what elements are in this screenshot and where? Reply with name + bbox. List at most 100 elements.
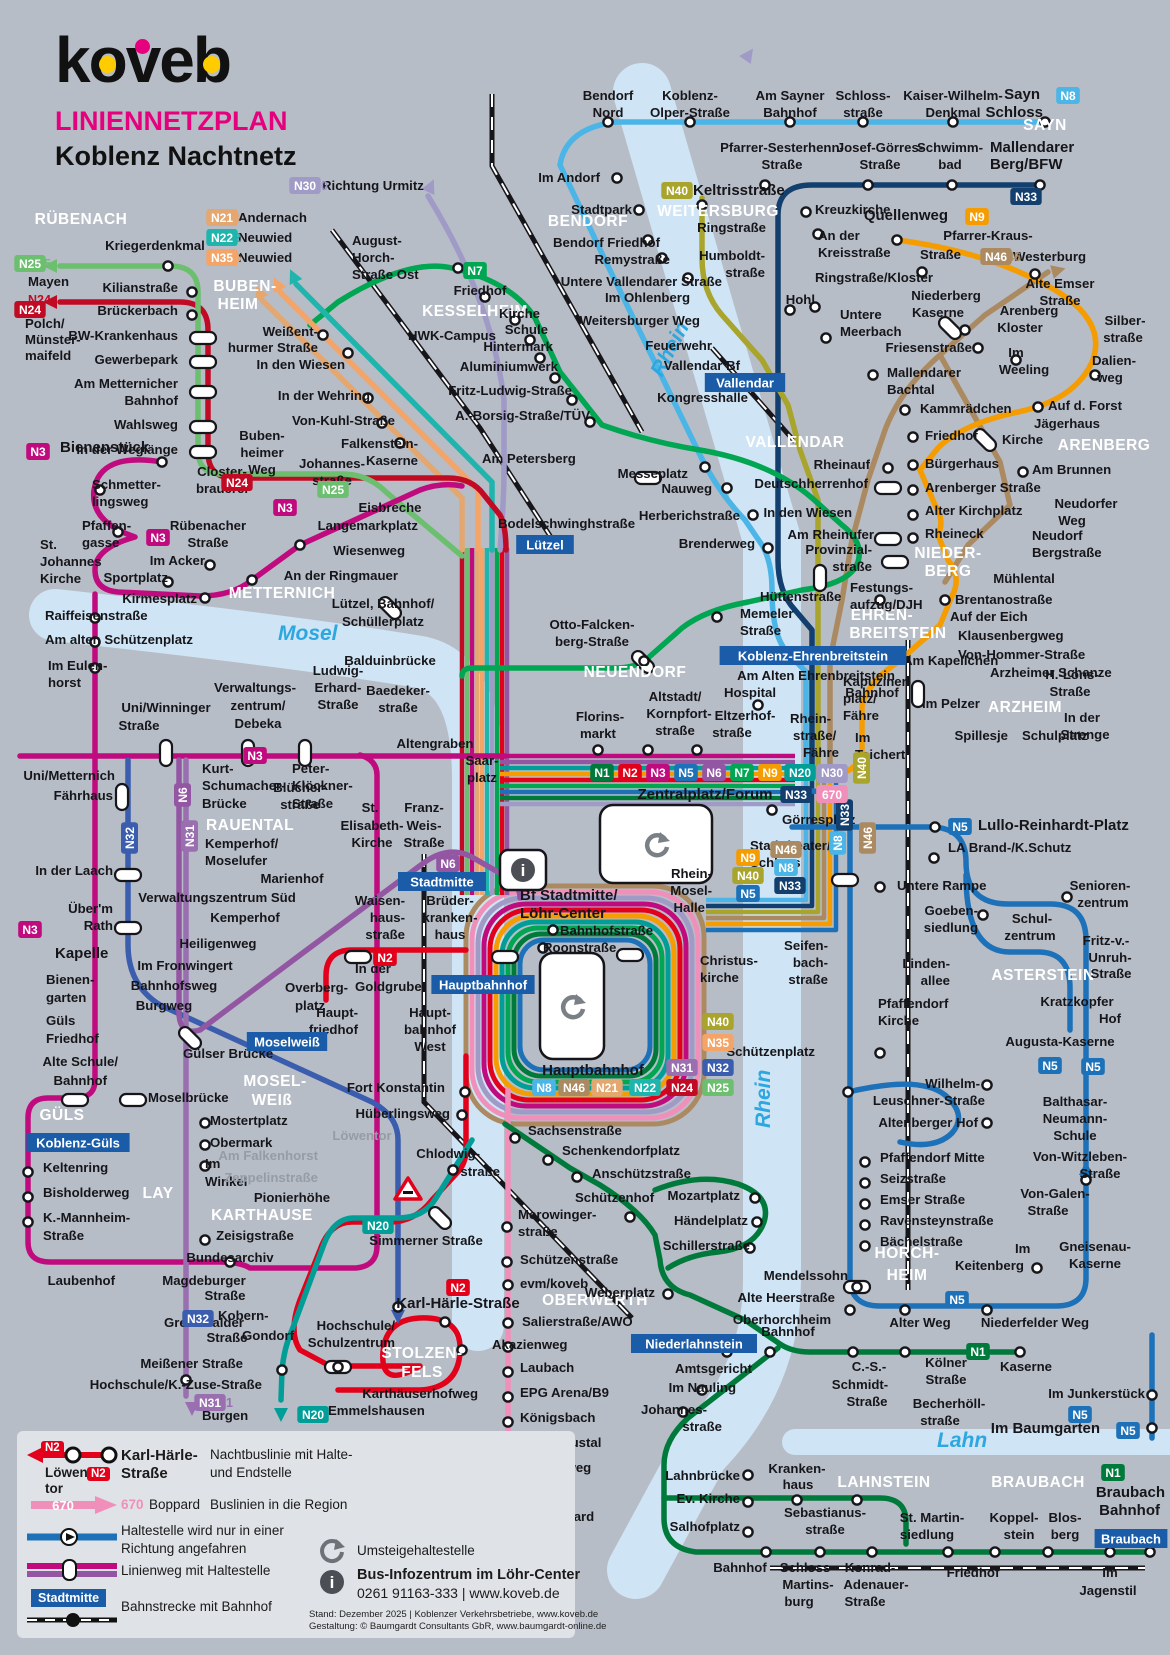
line-badge-bg [273,499,297,516]
district-label: BRAUBACH [991,1474,1085,1491]
line-terminus-arrow [1079,1161,1093,1175]
station-label: Niederfelder Weg [981,1315,1089,1330]
legend-terminus-b2: Straße [121,1465,168,1482]
district-label: VALLENDAR [746,434,845,451]
station-label: Im Junkerstück [1048,1386,1145,1401]
bus-line-ring [475,895,695,1115]
station-label: Bahnhofsweg [131,978,217,993]
station-dot [642,744,654,756]
station-label: Magdeburger [162,1273,246,1288]
line-badge: N40 [853,752,870,784]
district-label: RÜBENACH [35,211,128,228]
station-label: Von-Hommer-Straße [958,647,1085,662]
line-terminus-arrow [43,259,57,273]
station-dot [820,332,832,344]
line-badge-text: N8 [778,861,794,875]
line-badge-text: N8 [536,1081,552,1095]
station-label: Friedhof [947,1565,1000,1580]
line-badge-text: N22 [211,231,233,245]
station-label: platz [295,998,325,1013]
bus-line-N22 [293,281,495,553]
station-label: Straße [920,247,961,262]
station-label: Fähre [843,708,879,723]
station-label: Kemperhof/ [205,836,279,851]
station-label: Aluminiumwerk [460,359,559,374]
station-label: Pfarrer-Kraus- [943,228,1032,243]
info-icon-glyph: i [521,861,526,880]
station-label: Brentanostraße [955,592,1052,607]
line-badge-text: N5 [740,887,756,901]
station-label: Martins- [782,1577,833,1592]
station-label: Gneisenau- [1059,1239,1131,1254]
station-label: Arenberg [1000,303,1059,318]
interchange-icon [320,1539,345,1564]
line-badge: N24 [14,301,46,318]
line-badge: N32 [121,822,138,854]
station-label: Schillerstraße [663,1238,750,1253]
line-badge-text: N20 [302,1408,324,1422]
station-label: zentrum [1004,928,1055,943]
station-dot [696,1384,708,1396]
station-label: Elisabeth- [340,818,403,833]
line-badge: N24 [666,1079,698,1096]
line-badge: N31 [181,820,198,852]
station-label: Im Baumgarten [991,1420,1100,1437]
rail-badge-bg [631,1334,757,1353]
station-dot [899,1346,911,1358]
station-label: Straße [761,157,802,172]
station-label: Emmelshausen [328,1403,425,1418]
line-badge: N8 [1056,87,1080,104]
interchange-refresh-arrow [658,832,670,843]
header: koveb LINIENNETZPLAN Koblenz Nachtnetz [55,28,297,172]
line-badge-text: N3 [150,531,166,545]
station-label: Horch- [352,250,395,265]
legend-670: 670 [121,1497,144,1512]
station-label: Augusta-Kaserne [1005,1034,1114,1049]
station-label: Mostertplatz [210,1113,288,1128]
line-badge: N6 [702,764,726,781]
station-dot [1146,1422,1158,1434]
station-dot [509,314,521,326]
line-badge: N2 [446,1279,470,1296]
station-dot [939,594,951,606]
station-label: Karthäuserhofweg [362,1386,478,1401]
district-label: RAUENTAL [206,817,294,834]
station-label: aufzug/DJH [850,597,923,612]
station-dot [1089,369,1101,381]
bus-line-ring [487,907,683,1103]
station-dot [959,324,971,336]
line-badge-bg [853,752,870,784]
station-label: Straße [1027,1203,1068,1218]
oneway-symbol-icon [27,1528,117,1546]
rail-symbol-icon [27,1613,117,1627]
station-dot [752,699,764,711]
station-label: Kirche [878,1013,919,1028]
station-dot [981,1079,993,1091]
legend-info-center: Bus-Infozentrum im Löhr-Center [357,1567,581,1583]
station-dot [874,594,886,606]
line-badge: N1 [966,1343,990,1360]
station-label: Mosel- [670,883,712,898]
line-badge-bg [194,1394,226,1411]
station-label: Zeppelinstraße [224,1170,318,1185]
station-label: Strenge [1060,727,1109,742]
station-label: Im [1102,1565,1117,1580]
station-label: Kaserne [912,305,964,320]
station-label: Goldgrube [355,979,422,994]
station-label: HWK-Campus [408,328,496,343]
rail-badge-text: Stadtmitte [410,875,474,890]
station-label: Straße [43,1228,84,1243]
line-badge: N9 [758,764,782,781]
svg-text:i: i [330,1573,335,1592]
district-label: MOSEL- [243,1073,306,1090]
district-label: WEIß [252,1092,293,1109]
station-dot [696,199,708,211]
line-badge-bg [182,1310,214,1327]
station-label: Johannes [40,554,102,569]
station-label: Dalien- [1092,353,1136,368]
station-dot [759,179,771,191]
line-badge-bg [702,764,726,781]
station-label: Florins- [576,709,624,724]
line-badge-bg [948,818,972,835]
station-label: Schwimm- [917,140,983,155]
